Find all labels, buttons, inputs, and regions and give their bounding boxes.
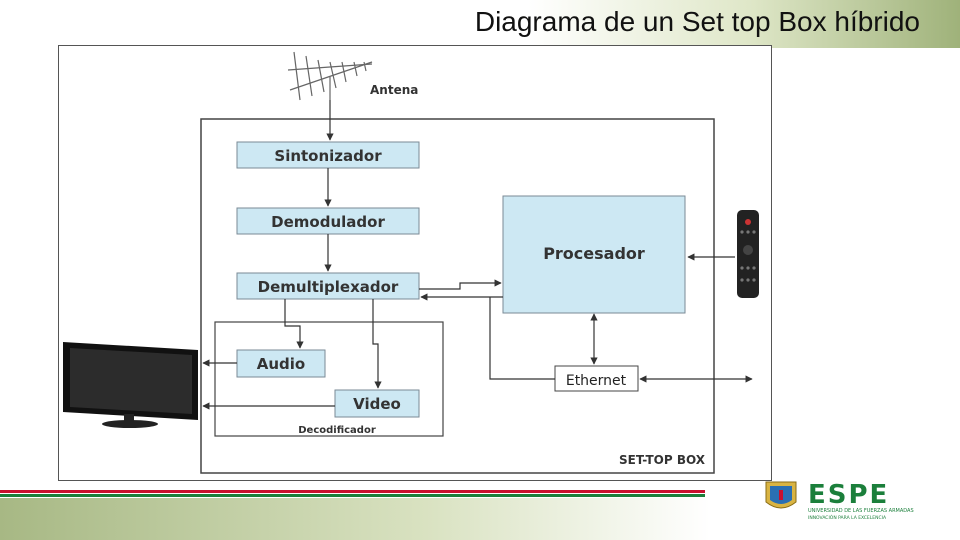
tuner-block xyxy=(236,141,420,169)
footer-stripe-red xyxy=(0,490,705,493)
espe-tagline-2: INNOVACIÓN PARA LA EXCELENCIA xyxy=(808,514,887,521)
remote-control-icon xyxy=(737,210,759,298)
audio-block xyxy=(236,349,326,378)
espe-wordmark: ESPE xyxy=(808,480,889,510)
processor-block xyxy=(502,195,686,314)
ethernet-to-demux-line xyxy=(489,297,555,380)
stb-label: SET-TOP BOX xyxy=(619,453,706,467)
demultiplexer-label: Demultiplexador xyxy=(258,278,399,296)
demux-to-audio-arrow xyxy=(284,299,304,349)
header-band xyxy=(0,0,960,48)
footer-band xyxy=(0,498,710,540)
espe-logo: ESPE UNIVERSIDAD DE LAS FUERZAS ARMADAS … xyxy=(765,480,914,521)
demux-to-processor-arrow xyxy=(419,279,502,290)
espe-emblem-icon xyxy=(765,481,797,509)
espe-tagline-1: UNIVERSIDAD DE LAS FUERZAS ARMADAS xyxy=(808,508,914,514)
decoder-label: Decodificador xyxy=(298,425,376,436)
tuner-label: Sintonizador xyxy=(274,147,382,165)
audio-label: Audio xyxy=(257,355,305,373)
antenna-icon xyxy=(287,51,373,101)
tv-icon xyxy=(63,342,198,428)
demodulator-label: Demodulador xyxy=(271,213,385,231)
demux-to-video-arrow xyxy=(372,299,382,389)
video-block xyxy=(334,389,420,418)
video-label: Video xyxy=(353,395,401,413)
demultiplexer-block xyxy=(236,272,420,300)
slide-title: Diagrama de un Set top Box híbrido xyxy=(474,6,920,37)
decoder-container xyxy=(214,321,444,437)
processor-label: Procesador xyxy=(543,244,645,263)
antenna-label: Antena xyxy=(370,83,418,97)
ethernet-label: Ethernet xyxy=(566,373,627,389)
stb-container xyxy=(200,118,715,474)
demodulator-block xyxy=(236,207,420,235)
footer-stripe-green xyxy=(0,494,705,497)
